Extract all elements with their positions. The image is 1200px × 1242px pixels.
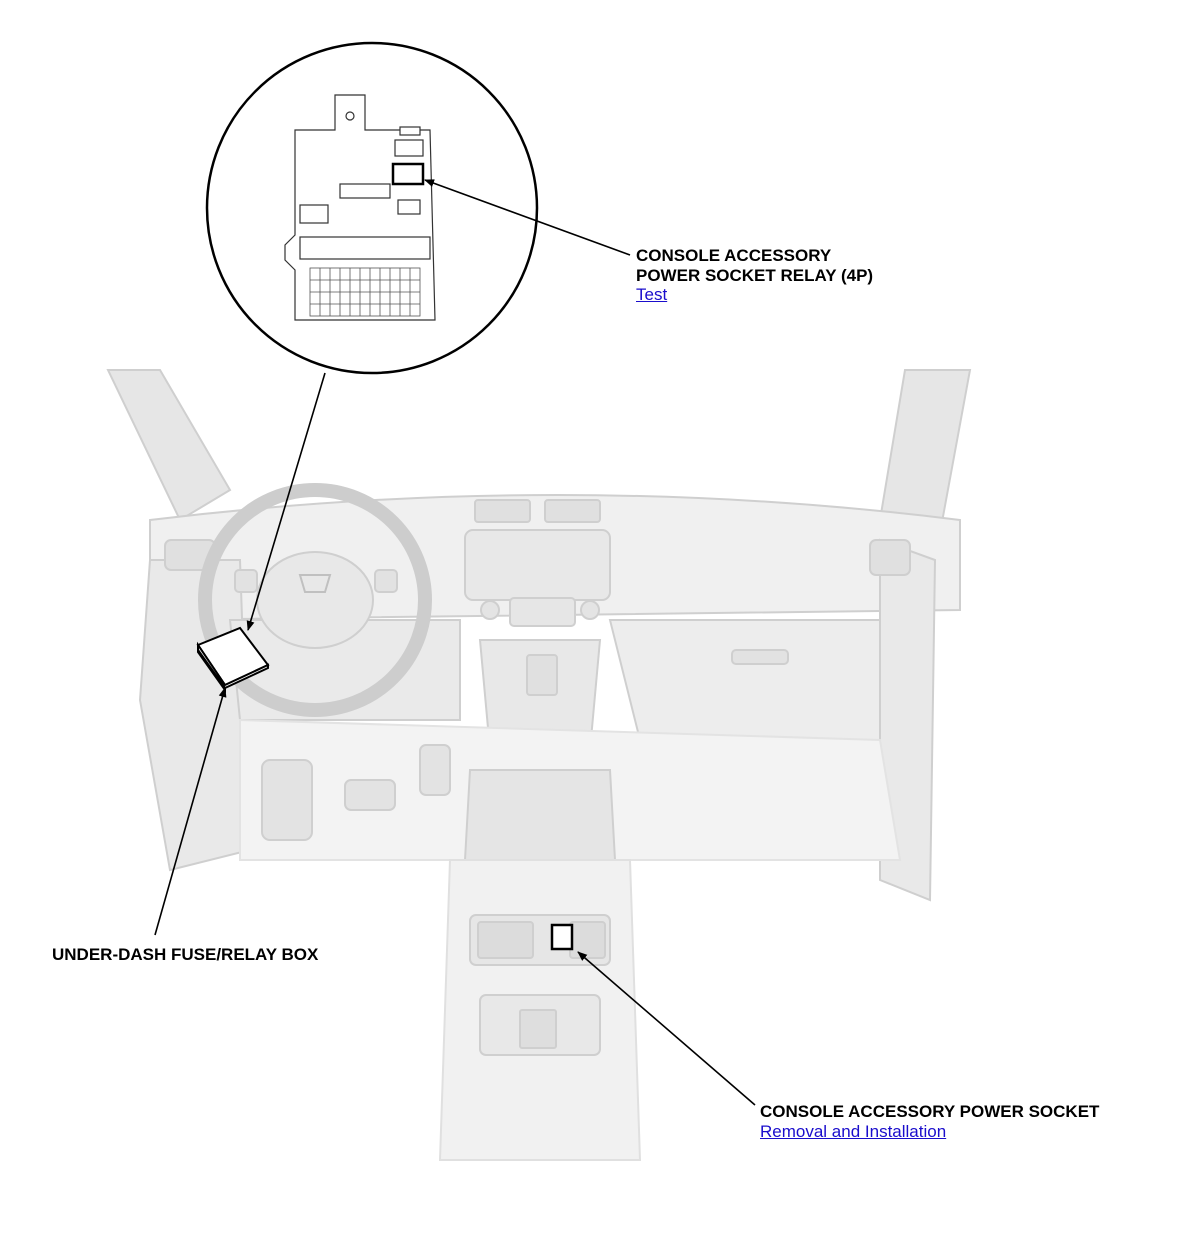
socket-removal-link[interactable]: Removal and Installation: [760, 1122, 947, 1141]
fuse-grid: [309, 267, 421, 317]
socket-label: CONSOLE ACCESSORY POWER SOCKET: [760, 1102, 1100, 1121]
fuse-box-shape: [196, 626, 270, 694]
relay-box-inset: [205, 41, 539, 375]
leader-lines: [154, 179, 756, 1106]
power-socket-highlight: [550, 923, 574, 951]
car-interior-illustration: [106, 369, 972, 1161]
relay-label-line2: POWER SOCKET RELAY (4P): [636, 266, 874, 285]
fuse-box-label: UNDER-DASH FUSE/RELAY BOX: [52, 945, 319, 964]
relay-test-link[interactable]: Test: [636, 285, 668, 304]
relay-label-line1: CONSOLE ACCESSORY: [636, 246, 832, 265]
